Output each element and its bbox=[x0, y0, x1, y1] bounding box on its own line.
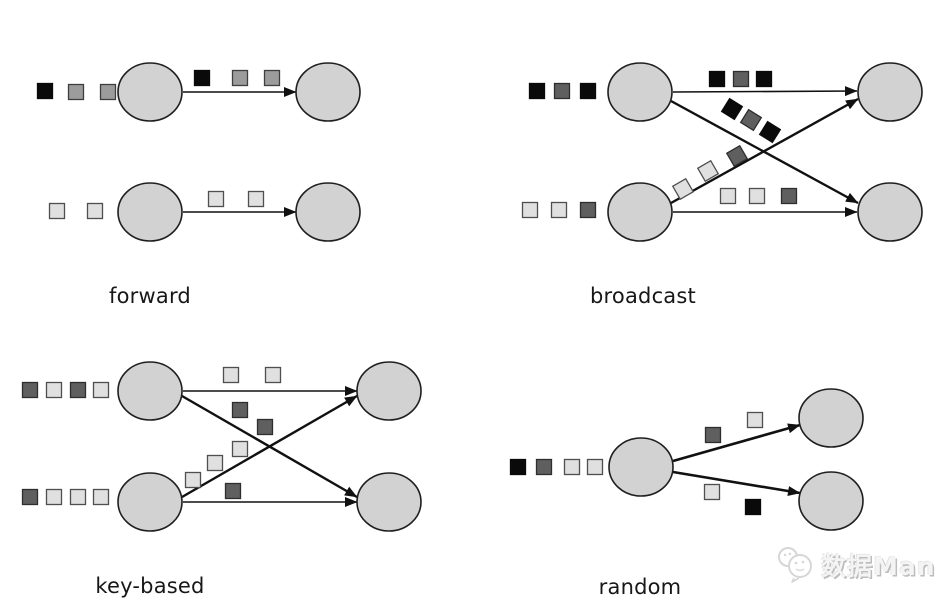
node-circle bbox=[356, 472, 422, 532]
node-circle bbox=[295, 62, 361, 122]
data-square-dark bbox=[231, 401, 249, 419]
node-circle bbox=[857, 182, 923, 242]
panel-forward bbox=[36, 62, 361, 242]
data-square-light bbox=[703, 483, 721, 501]
data-square-light bbox=[92, 488, 110, 506]
panel-random bbox=[509, 388, 864, 531]
data-square-black bbox=[528, 82, 546, 100]
data-square-light bbox=[45, 488, 63, 506]
data-square-light bbox=[222, 366, 240, 384]
data-square-dark bbox=[224, 482, 242, 500]
panel-label-key-based: key-based bbox=[95, 574, 205, 598]
data-square-black bbox=[755, 70, 773, 88]
data-square-black bbox=[36, 82, 54, 100]
data-square-mid bbox=[231, 69, 249, 87]
data-square-dark bbox=[69, 381, 87, 399]
data-square-dark bbox=[256, 418, 274, 436]
data-square-dark bbox=[732, 70, 750, 88]
panel-label-broadcast: broadcast bbox=[590, 284, 696, 308]
data-square-light bbox=[69, 488, 87, 506]
data-square-light bbox=[748, 187, 766, 205]
data-square-light bbox=[86, 202, 104, 220]
panel-label-forward: forward bbox=[109, 284, 191, 308]
data-square-mid bbox=[99, 83, 117, 101]
data-square-light bbox=[48, 202, 66, 220]
data-square-light bbox=[45, 381, 63, 399]
data-square-black bbox=[579, 82, 597, 100]
data-square-mid bbox=[263, 69, 281, 87]
arrow bbox=[672, 470, 801, 496]
data-square-light bbox=[563, 458, 581, 476]
data-square-dark bbox=[704, 426, 722, 444]
data-square-dark bbox=[535, 458, 553, 476]
data-square-light bbox=[521, 201, 539, 219]
data-square-mid bbox=[67, 83, 85, 101]
data-square-black bbox=[708, 70, 726, 88]
data-square-dark bbox=[579, 201, 597, 219]
data-square-black bbox=[509, 458, 527, 476]
data-square-dark bbox=[780, 187, 798, 205]
node-circle bbox=[356, 361, 422, 421]
data-square-light bbox=[696, 159, 720, 183]
arrow bbox=[672, 86, 858, 97]
node-circle bbox=[857, 62, 923, 122]
data-square-black bbox=[744, 498, 762, 516]
data-square-light bbox=[92, 381, 110, 399]
data-square-light bbox=[247, 190, 265, 208]
node-circle bbox=[117, 361, 183, 421]
data-square-light bbox=[184, 471, 202, 489]
data-square-black bbox=[720, 97, 744, 121]
data-square-dark bbox=[21, 381, 39, 399]
node-circle bbox=[798, 471, 864, 531]
arrow bbox=[672, 423, 801, 463]
node-circle bbox=[607, 62, 673, 122]
data-square-light bbox=[231, 440, 249, 458]
wechat-logo-icon bbox=[778, 547, 812, 583]
panel-broadcast bbox=[521, 62, 923, 242]
arrow bbox=[670, 97, 859, 205]
data-square-light bbox=[586, 458, 604, 476]
data-square-light bbox=[746, 411, 764, 429]
node-circle bbox=[295, 182, 361, 242]
arrow bbox=[181, 394, 358, 499]
data-square-light bbox=[207, 190, 225, 208]
data-square-dark bbox=[21, 488, 39, 506]
data-square-light bbox=[550, 201, 568, 219]
node-circle bbox=[607, 182, 673, 242]
data-square-light bbox=[719, 187, 737, 205]
node-circle bbox=[117, 62, 183, 122]
data-square-dark bbox=[739, 108, 763, 132]
node-circle bbox=[798, 388, 864, 448]
data-square-dark bbox=[553, 82, 571, 100]
panel-key-based bbox=[21, 361, 422, 532]
data-square-black bbox=[758, 120, 782, 144]
node-circle bbox=[608, 437, 674, 497]
watermark-text: 数据Man bbox=[821, 552, 936, 581]
data-square-black bbox=[193, 69, 211, 87]
data-square-light bbox=[671, 177, 695, 201]
node-circle bbox=[117, 472, 183, 532]
data-square-light bbox=[206, 454, 224, 472]
node-circle bbox=[117, 182, 183, 242]
data-square-light bbox=[264, 366, 282, 384]
panel-label-random: random bbox=[598, 575, 682, 599]
data-square-dark bbox=[725, 144, 749, 168]
watermark: 数据Man bbox=[776, 546, 936, 584]
